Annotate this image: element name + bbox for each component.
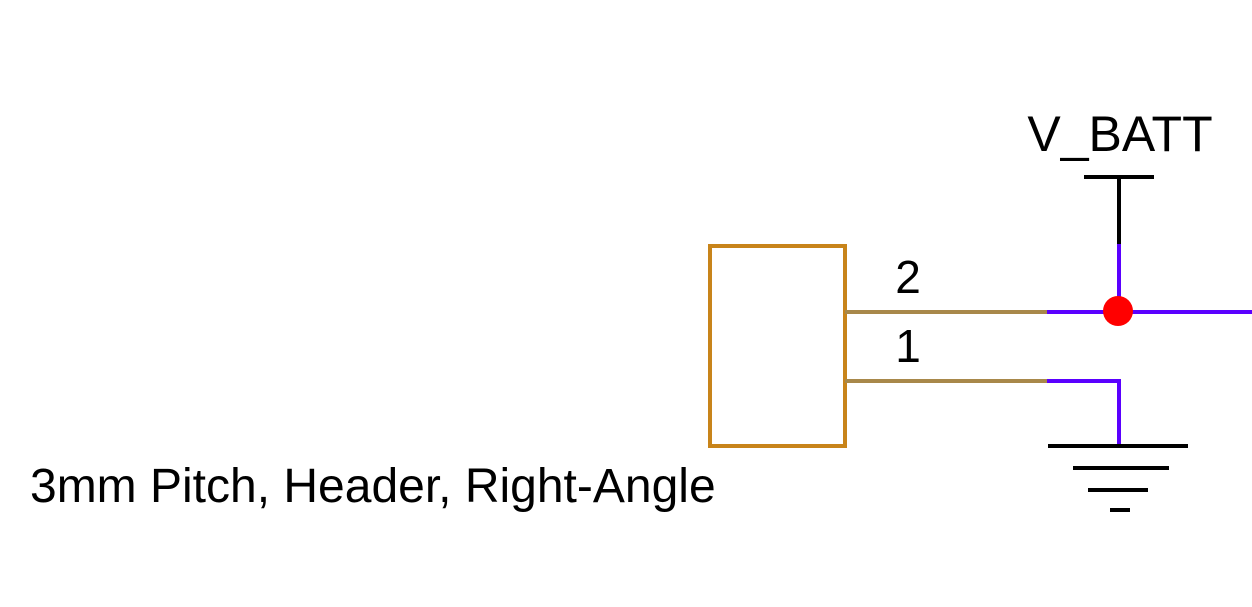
connector-body [708,244,847,448]
wire-pin1-ground [1047,379,1121,446]
pin-number-2: 2 [895,251,921,303]
pin-number-1: 1 [895,320,921,372]
connector-description: 3mm Pitch, Header, Right-Angle [30,460,716,513]
junction-dot [1103,296,1133,326]
net-label-v-batt: V_BATT [1027,106,1212,162]
